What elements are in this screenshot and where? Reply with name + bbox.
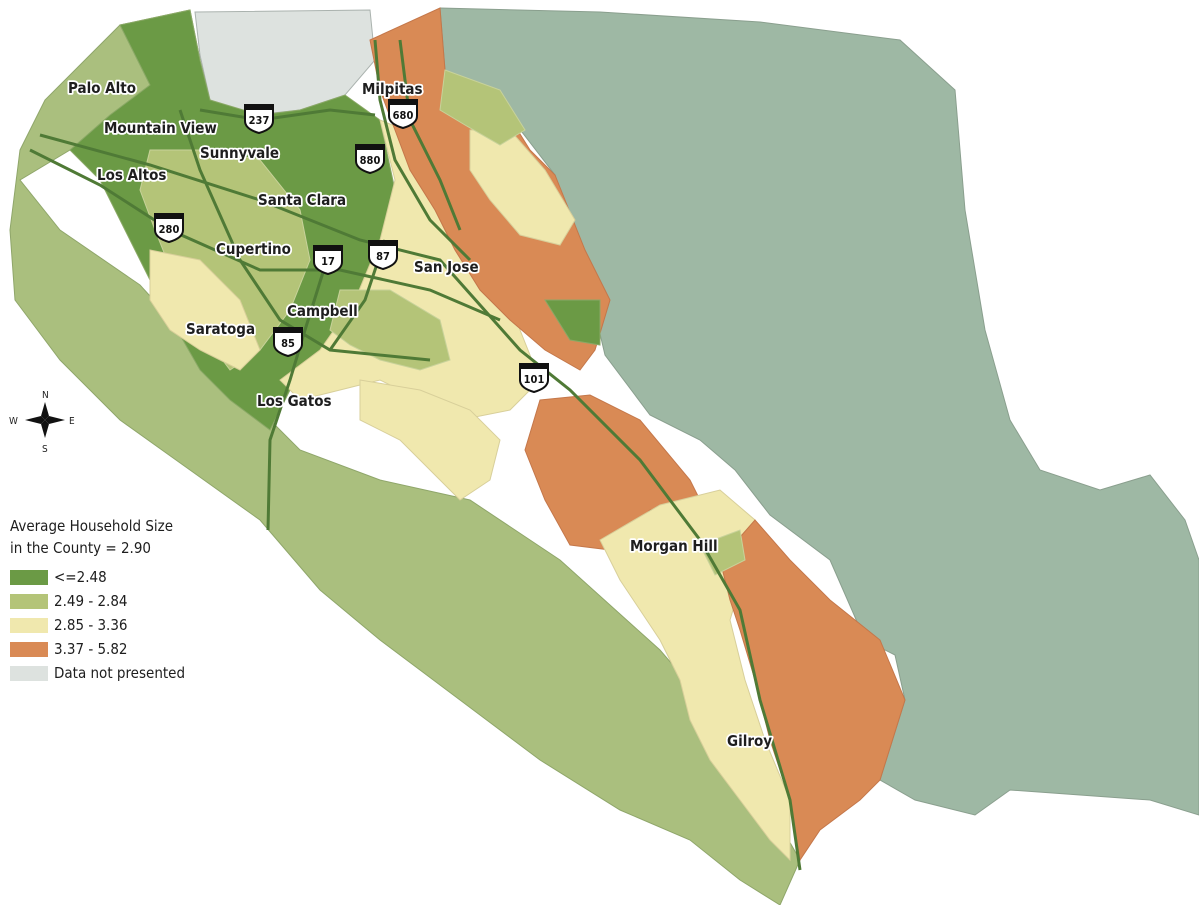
- tract-zone-losgatos-hills: [359, 379, 501, 501]
- compass-s-label: S: [42, 444, 48, 455]
- legend-swatch: [10, 593, 48, 609]
- highway-shield-label: 280: [159, 223, 180, 236]
- legend-label: 3.37 - 5.82: [54, 640, 128, 658]
- place-label: Saratoga: [186, 320, 255, 338]
- place-label: Gilroy: [727, 732, 772, 750]
- legend-rows: <=2.48 2.49 - 2.84 2.85 - 3.36 3.37 - 5.…: [10, 565, 185, 685]
- highway-shield-label: 101: [524, 373, 545, 386]
- compass-west-arrow: [25, 416, 45, 424]
- place-label: Santa Clara: [258, 191, 346, 209]
- highway-shield-label: 680: [393, 109, 414, 122]
- tract-zone-alum-rock: [439, 69, 526, 146]
- tract-zone-coyote: [524, 394, 701, 551]
- highway-shield-label: 17: [321, 255, 335, 268]
- east-hills-region: [439, 7, 1199, 816]
- tract-zone-east-green: [544, 299, 601, 346]
- place-label: Milpitas: [362, 80, 423, 98]
- compass-north-arrow: [41, 402, 49, 420]
- highway-lines: [29, 39, 802, 871]
- legend-swatch: [10, 617, 48, 633]
- legend: Average Household Size in the County = 2…: [10, 515, 185, 685]
- legend-swatch: [10, 569, 48, 585]
- tract-zone-south-green: [699, 529, 746, 576]
- place-label: Morgan Hill: [630, 537, 718, 555]
- tract-zone-east-yellow: [469, 129, 576, 246]
- place-label: Palo Alto: [68, 79, 136, 97]
- highway-shields: 237 680 880 280 17 87 85 101: [154, 99, 549, 394]
- place-label: San Jose: [414, 258, 479, 276]
- compass-south-arrow: [41, 420, 49, 438]
- compass-rose: N S E W: [9, 390, 75, 455]
- legend-label: 2.49 - 2.84: [54, 592, 128, 610]
- legend-swatch: [10, 665, 48, 681]
- legend-label: 2.85 - 3.36: [54, 616, 128, 634]
- place-label: Los Gatos: [257, 392, 332, 410]
- highway-101-line: [39, 133, 802, 871]
- highway-shield: 680: [388, 99, 418, 130]
- legend-item: 3.37 - 5.82: [10, 637, 185, 661]
- legend-item: 2.85 - 3.36: [10, 613, 185, 637]
- legend-title-line2: in the County = 2.90: [10, 539, 151, 557]
- highway-shield: 237: [244, 104, 274, 135]
- highway-shield: 280: [154, 213, 184, 244]
- legend-item: <=2.48: [10, 565, 185, 589]
- highway-280-line: [29, 148, 501, 322]
- highway-85-line: [178, 109, 431, 362]
- highway-17-line: [266, 249, 332, 531]
- highway-shield: 101: [519, 363, 549, 394]
- compass-n-label: N: [42, 390, 49, 401]
- place-label: Mountain View: [104, 119, 217, 137]
- place-label: Cupertino: [216, 240, 291, 258]
- highway-shield-label: 237: [249, 114, 270, 127]
- legend-label: <=2.48: [54, 568, 107, 586]
- highway-shield: 880: [355, 144, 385, 175]
- highway-680-line: [398, 39, 462, 231]
- highway-shield: 87: [368, 240, 398, 271]
- highway-shield-label: 87: [376, 250, 390, 263]
- legend-item: 2.49 - 2.84: [10, 589, 185, 613]
- place-label: Sunnyvale: [200, 144, 279, 162]
- highway-shield: 85: [273, 327, 303, 358]
- highway-shield-label: 880: [360, 154, 381, 167]
- place-labels: Palo Alto Mountain View Sunnyvale Los Al…: [66, 77, 774, 752]
- highway-880-line: [373, 39, 472, 262]
- compass-e-label: E: [69, 416, 75, 427]
- place-label: Los Altos: [97, 166, 166, 184]
- tract-zone-saratoga: [149, 249, 261, 371]
- legend-swatch: [10, 641, 48, 657]
- tract-zone-central-mid: [329, 289, 451, 371]
- legend-item: Data not presented: [10, 661, 185, 685]
- tract-zone-south-high: [719, 519, 906, 862]
- compass-w-label: W: [9, 416, 18, 427]
- highway-237-line: [199, 108, 376, 122]
- legend-label: Data not presented: [54, 664, 186, 682]
- compass-east-arrow: [45, 416, 65, 424]
- legend-title-line1: Average Household Size: [10, 517, 174, 535]
- highway-shield: 17: [313, 245, 343, 276]
- highway-shield-label: 85: [281, 337, 295, 350]
- place-label: Campbell: [287, 302, 358, 320]
